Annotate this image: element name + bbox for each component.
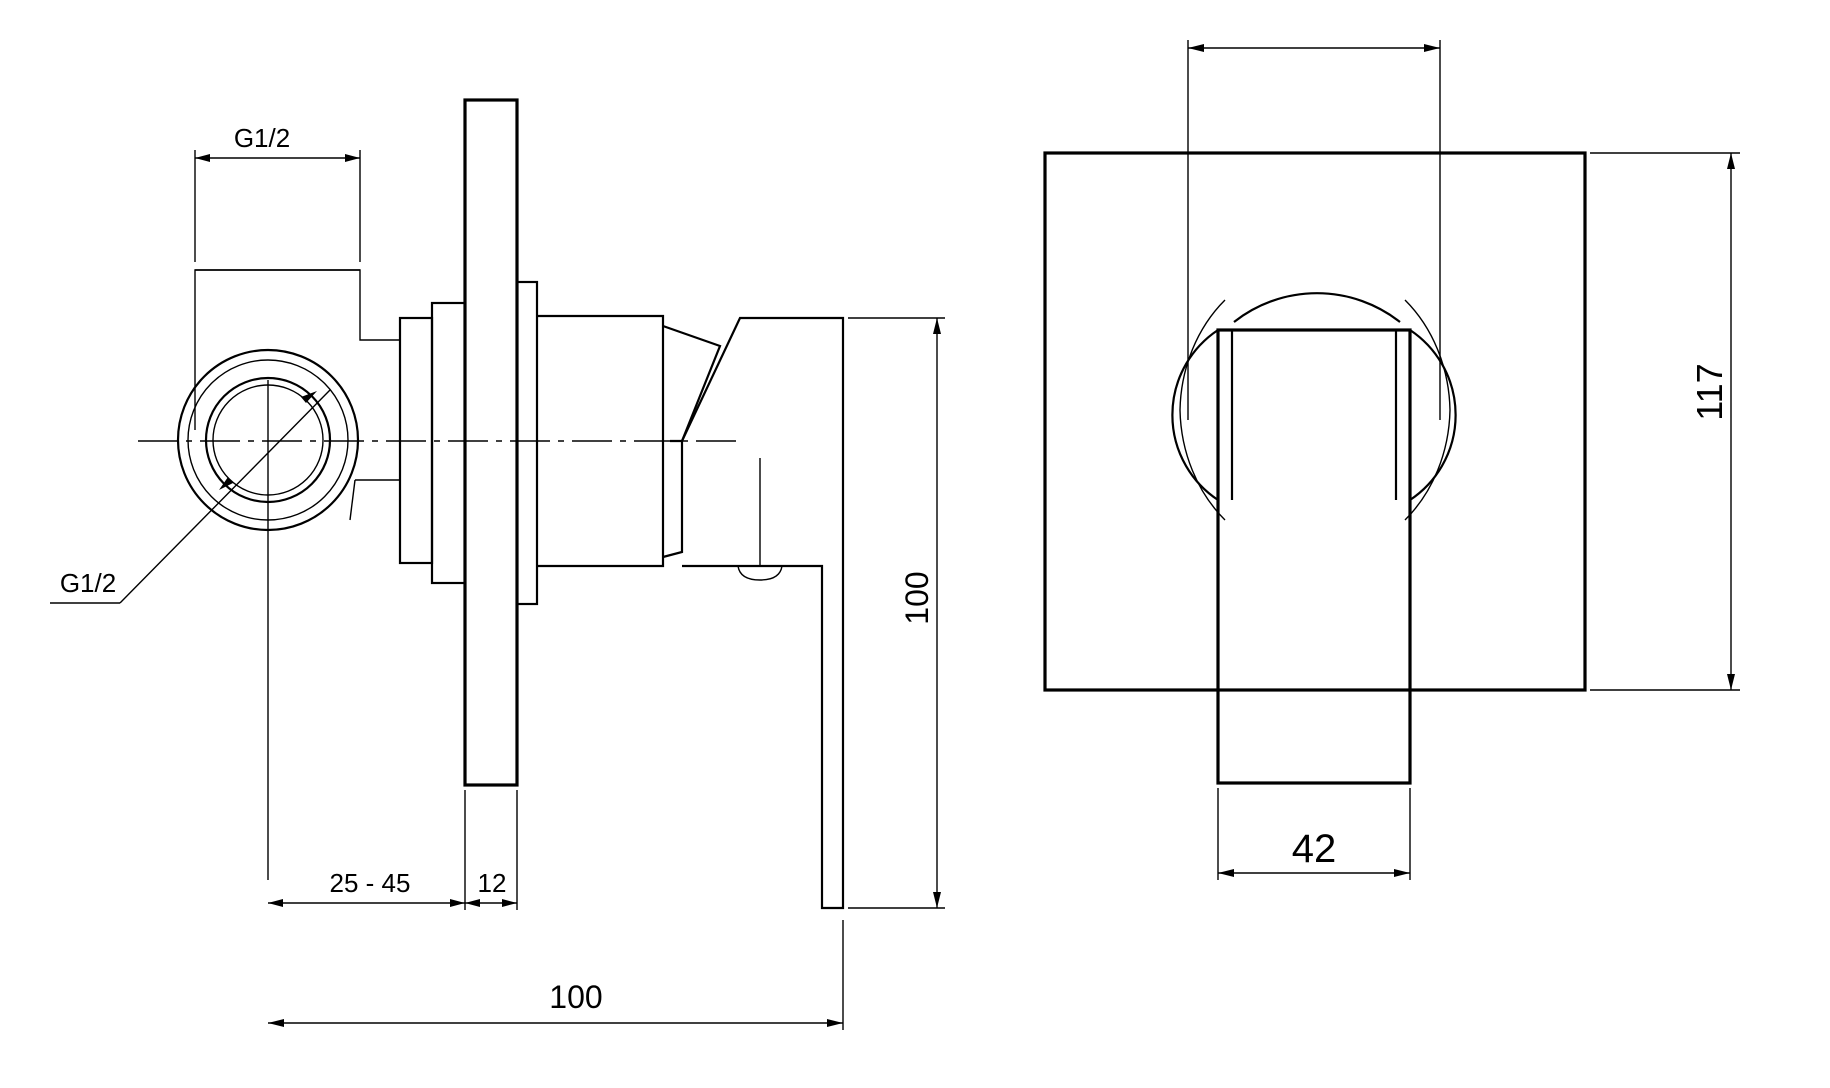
dim-top-width (1187, 40, 1441, 420)
dim-side-thread-label: G1/2 (60, 568, 116, 598)
lever-side (681, 316, 845, 910)
dim-plate-thickness-label: 12 (478, 868, 507, 898)
dim-lever-height: 100 (848, 317, 945, 909)
dim-plate-height: 117 (1590, 152, 1740, 691)
dim-plate-height-label: 117 (1689, 363, 1730, 420)
dim-total-depth: 100 (268, 920, 844, 1030)
dim-side-thread: G1/2 (50, 389, 331, 604)
side-view: G1/2 G1/2 25 - 45 12 10 (50, 98, 945, 1030)
cartridge-cover (1171, 292, 1457, 521)
dim-wall-range-label: 25 - 45 (330, 868, 411, 898)
dim-lever-width-label: 42 (1292, 827, 1337, 871)
dim-wall-range: 25 - 45 12 (268, 790, 518, 910)
dim-lever-height-label: 100 (899, 571, 935, 624)
front-view: 117 42 (1043, 40, 1740, 880)
cartridge-housing (537, 314, 722, 568)
nut (398, 301, 467, 585)
dim-top-thread: G1/2 (194, 123, 361, 262)
lever-front (1216, 328, 1412, 785)
dim-top-thread-label: G1/2 (234, 123, 290, 153)
wall-plate-front (1043, 151, 1587, 692)
dim-lever-width: 42 (1217, 788, 1411, 880)
dim-total-depth-label: 100 (549, 979, 602, 1015)
wall-plate-side (463, 98, 519, 787)
